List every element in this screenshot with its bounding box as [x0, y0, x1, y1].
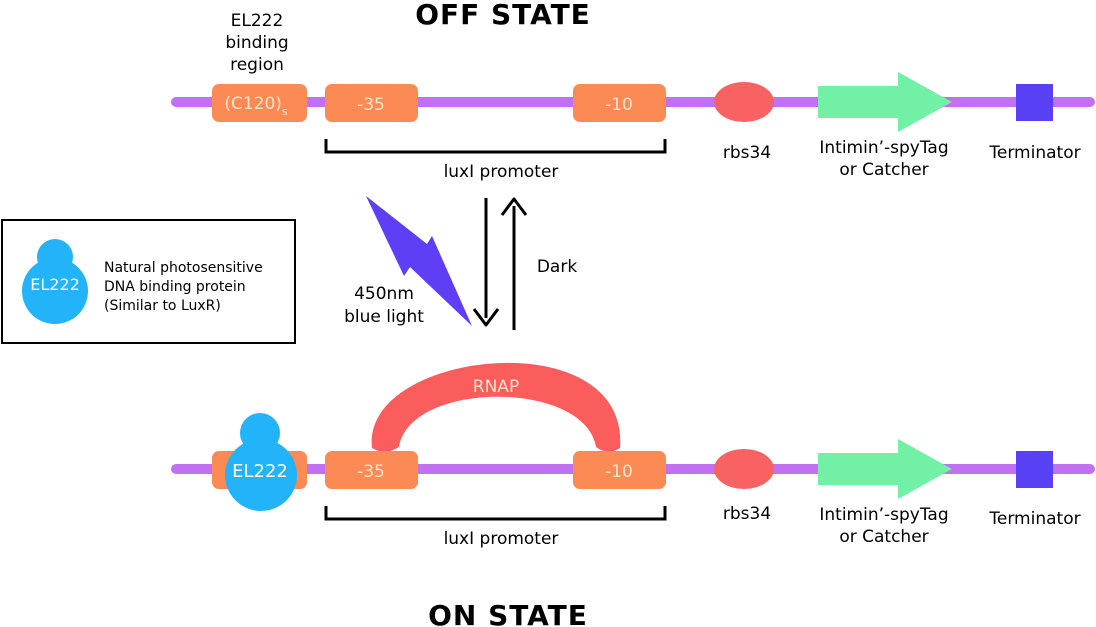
- on-el222-label: EL222: [232, 461, 288, 482]
- off-minus35-label: -35: [357, 95, 385, 115]
- on-promoter-label: luxI promoter: [444, 529, 559, 549]
- on-state-construct: RNAP -35 -10 EL222 luxI promoter rbs34 I…: [171, 362, 1095, 549]
- blue-light-bolt-icon: [366, 196, 472, 326]
- on-gene-label-2: or Catcher: [839, 527, 928, 547]
- off-state-title: OFF STATE: [415, 0, 591, 31]
- off-gene-arrow: [818, 72, 952, 132]
- on-terminator-label: Terminator: [988, 509, 1080, 529]
- off-gene-label-2: or Catcher: [839, 160, 928, 180]
- off-rbs-shape: [714, 82, 774, 122]
- legend-desc-2: DNA binding protein: [104, 279, 246, 295]
- legend-desc-1: Natural photosensitive: [104, 260, 263, 276]
- on-terminator-square: [1016, 451, 1053, 488]
- off-promoter-label: luxI promoter: [444, 162, 559, 182]
- el222-binding-label-1: EL222: [231, 11, 284, 31]
- on-rbs-shape: [714, 449, 774, 489]
- c120-operator-box: [212, 84, 307, 122]
- legend-el222-body: [22, 258, 88, 324]
- legend-box: EL222 Natural photosensitive DNA binding…: [1, 219, 296, 344]
- rnap-shape: [371, 362, 621, 452]
- dark-label: Dark: [537, 257, 577, 277]
- up-arrow-head-icon: [500, 197, 528, 216]
- on-minus10-label: -10: [605, 462, 633, 482]
- on-minus35-box: [325, 451, 418, 489]
- on-el222-body: [225, 439, 297, 511]
- off-gene-label-1: Intimin’-spyTag: [819, 138, 948, 158]
- c120-label: (C120)s: [224, 94, 288, 118]
- off-rbs-label: rbs34: [723, 143, 771, 163]
- light-label-1: 450nm: [354, 284, 414, 304]
- el222-binding-label-2: binding: [225, 33, 288, 53]
- off-promoter-bracket: [324, 139, 667, 154]
- off-minus10-label: -10: [605, 95, 633, 115]
- on-gene-label-1: Intimin’-spyTag: [819, 505, 948, 525]
- on-state-title: ON STATE: [428, 599, 588, 627]
- legend-el222-label: EL222: [30, 275, 80, 294]
- down-arrow-head-icon: [472, 308, 500, 327]
- el222-binding-label-3: region: [230, 55, 284, 75]
- state-transition: 450nm blue light Dark: [344, 196, 577, 330]
- off-terminator-label: Terminator: [988, 143, 1080, 163]
- on-minus35-label: -35: [357, 462, 385, 482]
- on-gene-arrow: [818, 439, 952, 499]
- on-minus10-box: [573, 451, 666, 489]
- rnap-label: RNAP: [473, 377, 519, 397]
- legend-desc-3: (Similar to LuxR): [104, 298, 221, 314]
- on-promoter-bracket: [324, 506, 667, 521]
- off-minus10-box: [573, 84, 666, 122]
- off-terminator-square: [1016, 84, 1053, 121]
- light-label-2: blue light: [344, 307, 424, 327]
- off-minus35-box: [325, 84, 418, 122]
- on-rbs-label: rbs34: [723, 504, 771, 524]
- off-state-construct: EL222 binding region (C120)s -35 -10 lux…: [171, 11, 1095, 182]
